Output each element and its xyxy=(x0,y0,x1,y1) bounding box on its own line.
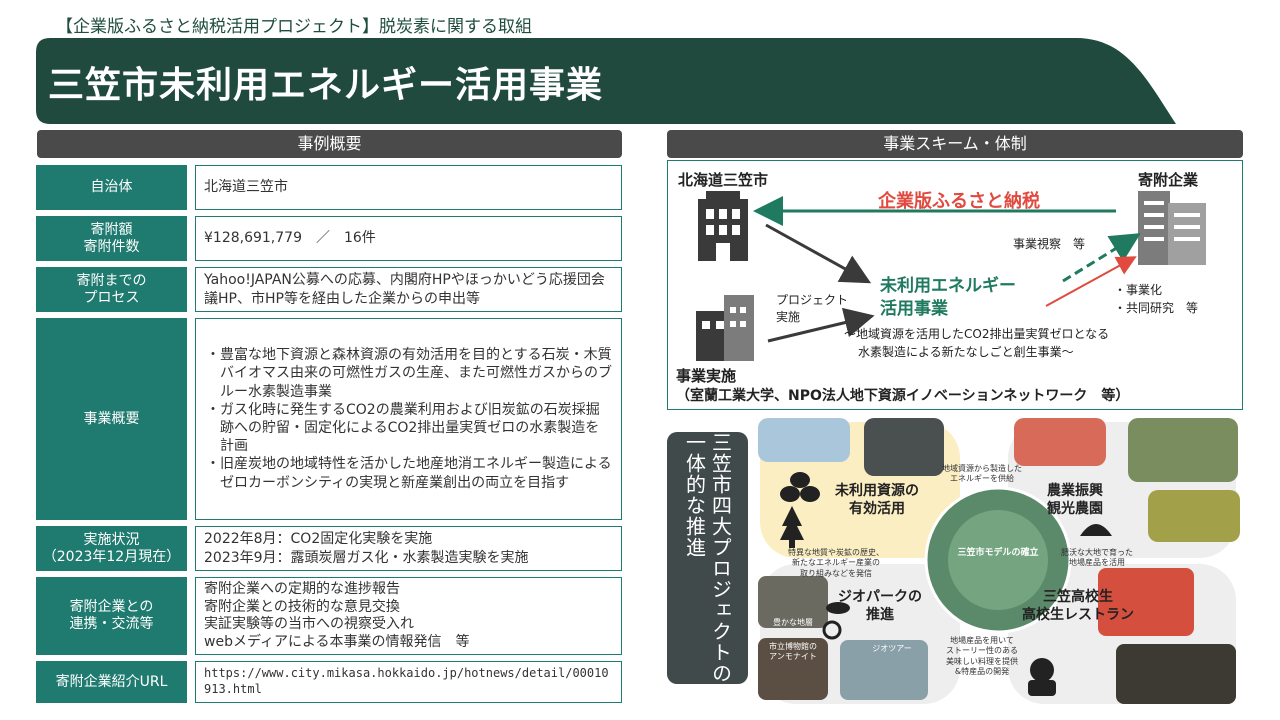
label-donation: 寄附額 寄附件数 xyxy=(36,216,187,261)
tagline-2: 水素製造による新たなしごと創生事業～ xyxy=(858,345,1074,359)
summary-bullet: ・豊富な地下資源と森林資源の有効活用を目的とする石炭・木質バイオマス由来の可燃性… xyxy=(206,347,612,400)
impl-label-1: プロジェクト xyxy=(776,293,849,307)
collab-line: webメディアによる本事業の情報発信 等 xyxy=(204,633,470,650)
projects-graphics xyxy=(758,418,1240,704)
value-collaboration: 寄附企業への定期的な進捗報告 寄附企業との技術的な意見交換 実証実験等の当市への… xyxy=(195,577,622,655)
tagline-1: ～地域資源を活用したCO2排出量実質ゼロとなる xyxy=(844,327,1110,341)
project-school-title: 三笠高校生 高校生レストラン xyxy=(1022,589,1134,624)
header-subtitle: 【企業版ふるさと納税活用プロジェクト】脱炭素に関する取組 xyxy=(56,17,532,37)
scheme-graphics xyxy=(696,191,1206,361)
value-municipality: 北海道三笠市 xyxy=(195,165,622,210)
business-arrow xyxy=(1045,256,1137,307)
project-resources-title: 未利用資源の 有効活用 xyxy=(835,483,919,518)
city-label: 北海道三笠市 xyxy=(678,171,769,189)
section-title-overview: 事例概要 xyxy=(37,130,622,158)
note-bottom-right: 地場産品を用いて ストーリー性のある 美味しい料理を提供 &特産品の開発 xyxy=(946,636,1018,677)
page-title: 三笠市未利用エネルギー活用事業 xyxy=(48,65,604,106)
center-label: 三笠市モデルの確立 xyxy=(957,548,1039,558)
scheme-diagram: 北海道三笠市 寄附企業 企業版ふるさと納税 事業視察 等 プロジェクト 実施 未… xyxy=(667,160,1243,410)
label-project-summary: 事業概要 xyxy=(36,318,187,520)
status-line: 2022年8月：CO2固定化実験を実施 xyxy=(204,531,433,548)
note-bottom-left: 特異な地質や炭鉱の歴史、 新たなエネルギー産業の 取り組みなどを発信 xyxy=(788,548,884,578)
label-status: 実施状況 （2023年12月現在） xyxy=(36,526,187,571)
value-status: 2022年8月：CO2固定化実験を実施 2023年9月：露頭炭層ガス化・水素製造… xyxy=(195,526,622,571)
banner-shape xyxy=(36,38,1176,124)
photo-caption: 豊かな地層 xyxy=(773,618,813,627)
four-projects-diagram: 未利用資源の 有効活用 農業振興 観光農園 ジオパークの 推進 三笠高校生 高校… xyxy=(752,418,1244,708)
executor-label: 事業実施 xyxy=(676,367,737,385)
biz-label-2: ・共同研究 等 xyxy=(1114,301,1199,315)
label-process: 寄附までの プロセス xyxy=(36,267,187,312)
donor-label: 寄附企業 xyxy=(1138,171,1199,189)
value-donation: ¥128,691,779 ／ 16件 xyxy=(195,216,622,261)
project-geopark-title: ジオパークの 推進 xyxy=(838,589,922,624)
city-hall-icon xyxy=(698,191,748,261)
log-icon xyxy=(780,472,820,502)
impl-arrow xyxy=(767,307,875,343)
label-url: 寄附企業紹介URL xyxy=(36,661,187,703)
executor-detail: （室蘭工業大学、NPO法人地下資源イノベーションネットワーク 等） xyxy=(676,388,1130,404)
value-process: Yahoo!JAPAN公募への応募、内閣府HPやほっかいどう応援団会議HP、市H… xyxy=(195,267,622,312)
chef-icon xyxy=(1028,658,1056,696)
impl-label-2: 実施 xyxy=(776,310,801,324)
city-to-project-arrow xyxy=(765,223,872,284)
status-line: 2023年9月：露頭炭層ガス化・水素製造実験を実施 xyxy=(204,549,529,566)
title-banner: 三笠市未利用エネルギー活用事業 xyxy=(36,38,1176,124)
tree-icon xyxy=(780,506,804,548)
summary-bullets: ・豊富な地下資源と森林資源の有効活用を目的とする石炭・木質バイオマス由来の可燃性… xyxy=(206,346,613,492)
inspection-label: 事業視察 等 xyxy=(1013,237,1086,251)
summary-bullet: ・旧産炭地の地域特性を活かした地産地消エネルギー製造によるゼロカーボンシティの実… xyxy=(206,456,612,491)
collab-line: 実証実験等の当市への視察受入れ xyxy=(204,616,414,632)
value-project-summary: ・豊富な地下資源と森林資源の有効活用を目的とする石炭・木質バイオマス由来の可燃性… xyxy=(195,318,622,520)
research-facility-icon xyxy=(696,295,754,361)
photo-caption: ジオツアー xyxy=(872,644,912,653)
summary-bullet: ・ガス化時に発生するCO2の農業利用および旧炭鉱の石炭採掘跡への貯留・固定化によ… xyxy=(206,401,600,455)
four-projects-pill: 三笠市四大プロジェクトの一体的な推進 xyxy=(667,432,748,684)
biz-label-1: ・事業化 xyxy=(1114,283,1163,297)
greenhouse-icon xyxy=(1080,524,1112,536)
collab-line: 寄附企業との技術的な意見交換 xyxy=(204,598,400,615)
donor-url-link[interactable]: https://www.city.mikasa.hokkaido.jp/hotn… xyxy=(195,661,622,703)
photo-caption: 市立博物館の アンモナイト xyxy=(769,642,817,662)
inspection-arrow xyxy=(1062,233,1141,283)
company-building-icon xyxy=(1138,191,1206,265)
collab-line: 寄附企業への定期的な進捗報告 xyxy=(204,581,400,597)
project-agri-title: 農業振興 観光農園 xyxy=(1047,483,1103,518)
note-top-right: 肥沃な大地で育った 地場産品を活用 xyxy=(1061,548,1133,568)
label-collaboration: 寄附企業との 連携・交流等 xyxy=(36,577,187,655)
project-name-2: 活用事業 xyxy=(880,299,948,319)
project-name-1: 未利用エネルギー xyxy=(880,276,1016,296)
label-municipality: 自治体 xyxy=(36,165,187,210)
section-title-scheme: 事業スキーム・体制 xyxy=(667,130,1243,158)
furusato-label: 企業版ふるさと納税 xyxy=(878,191,1040,212)
note-top-left: 地域資源から製造した エネルギーを供給 xyxy=(942,464,1022,484)
dinosaur-icon xyxy=(822,602,850,640)
